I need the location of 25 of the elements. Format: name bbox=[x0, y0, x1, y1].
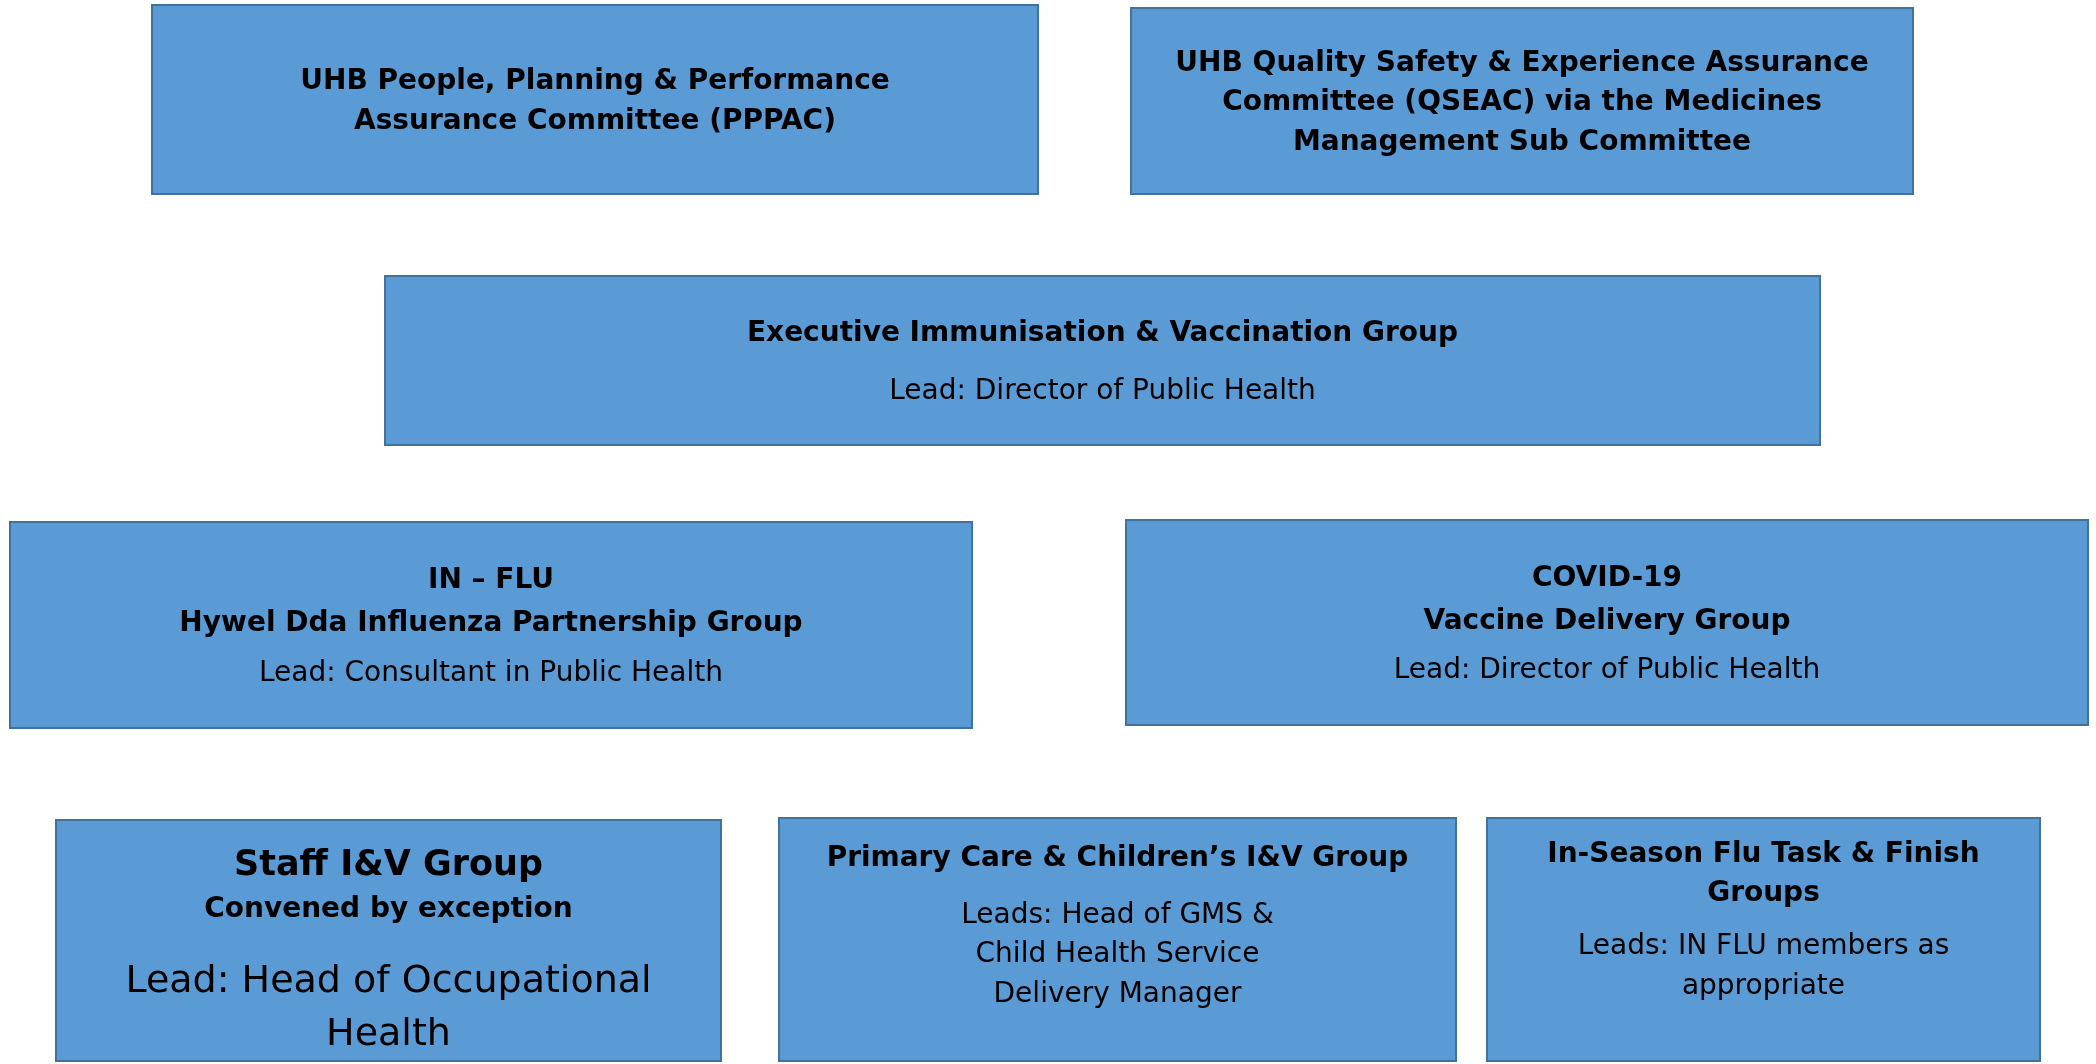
group-box bbox=[1125, 519, 2089, 726]
group-title: Convened by exception bbox=[204, 890, 573, 926]
group-box bbox=[55, 819, 722, 1062]
group-lead-text: Lead: Director of Public Health bbox=[1393, 651, 1821, 688]
group-lead-text: Lead: Head of Occupational Health bbox=[124, 956, 653, 1057]
group-lead-text: Leads: IN FLU members as appropriate bbox=[1576, 927, 1951, 1003]
group-lead-text: Leads: Head of GMS & Child Health Service Delivery Manager bbox=[960, 896, 1275, 1011]
group-title: Vaccine Delivery Group bbox=[1423, 601, 1791, 638]
group-title: COVID-19 bbox=[1531, 558, 1682, 595]
group-title: UHB Quality Safety & Experience Assurance Committee (QSEAC) via the Medicines Management Sub Committee bbox=[1174, 44, 1870, 159]
group-title: IN – FLU bbox=[427, 561, 555, 598]
group-lead-text: Lead: Consultant in Public Health bbox=[258, 653, 723, 690]
group-title: In-Season Flu Task & Finish Groups bbox=[1546, 835, 1981, 911]
group-box bbox=[9, 521, 973, 729]
group-title: Hywel Dda Influenza Partnership Group bbox=[179, 604, 803, 641]
group-box bbox=[778, 817, 1457, 1062]
group-box bbox=[1130, 7, 1914, 195]
group-lead-text: Lead: Director of Public Health bbox=[889, 371, 1316, 408]
group-title: UHB People, Planning & Performance Assurance Committee (PPPAC) bbox=[299, 62, 891, 138]
group-box bbox=[1486, 817, 2041, 1062]
group-title: Primary Care & Children’s I&V Group bbox=[826, 839, 1409, 875]
group-title: Staff I&V Group bbox=[234, 842, 543, 885]
group-box bbox=[151, 4, 1039, 195]
group-title: Executive Immunisation & Vaccination Group bbox=[746, 314, 1459, 351]
group-box bbox=[384, 275, 1821, 446]
